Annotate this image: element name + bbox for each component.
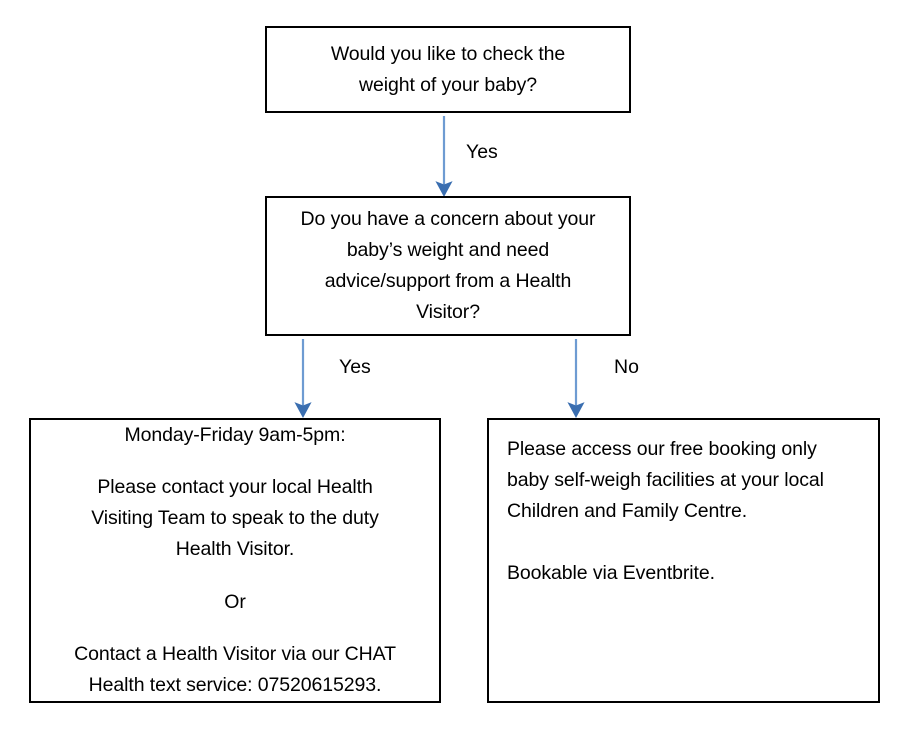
node-text-line: Monday-Friday 9am-5pm: [124,424,346,446]
node-text-line: baby’s weight and need [346,239,550,261]
flowchart-node-contact-health-visitor: Monday-Friday 9am-5pm: Please contact yo… [29,418,441,703]
paragraph-spacer [47,451,423,472]
node-text-line: Please contact your local Health [97,476,373,499]
edge-label-yes-start-to-concern: Yes [466,141,498,163]
paragraph-spacer [47,565,423,586]
paragraph-spacer [507,527,860,558]
flowchart-node-concern-question: Do you have a concern about your baby’s … [265,196,631,336]
flowchart-node-start-question: Would you like to check the weight of yo… [265,26,631,113]
node-text-line-phone: Health text service: 07520615293. [88,673,382,696]
node-text-line: Or [224,590,246,613]
paragraph-spacer [47,618,423,639]
node-text-line: Children and Family Centre. [507,500,748,522]
node-text-line: Would you like to check the [330,42,566,65]
node-text-line: Visitor? [416,301,480,323]
node-text-line: Bookable via Eventbrite. [507,562,715,584]
node-text-line: Contact a Health Visitor via our CHAT [74,642,396,665]
node-text-line: weight of your baby? [359,73,537,96]
edge-label-no-concern-to-selfweigh: No [614,356,639,378]
node-text-line: Health Visitor. [175,538,295,561]
node-text-line: Please access our free booking only [507,438,817,460]
node-text-line: Do you have a concern about your [300,208,596,230]
node-text-line: baby self-weigh facilities at your local [507,469,824,491]
node-text-line: Visiting Team to speak to the duty [91,507,379,530]
flowchart-node-self-weigh: Please access our free booking only baby… [487,418,880,703]
node-text-line: advice/support from a Health [324,270,572,292]
top-spacer [507,420,860,434]
edge-label-yes-concern-to-contact: Yes [339,356,371,378]
